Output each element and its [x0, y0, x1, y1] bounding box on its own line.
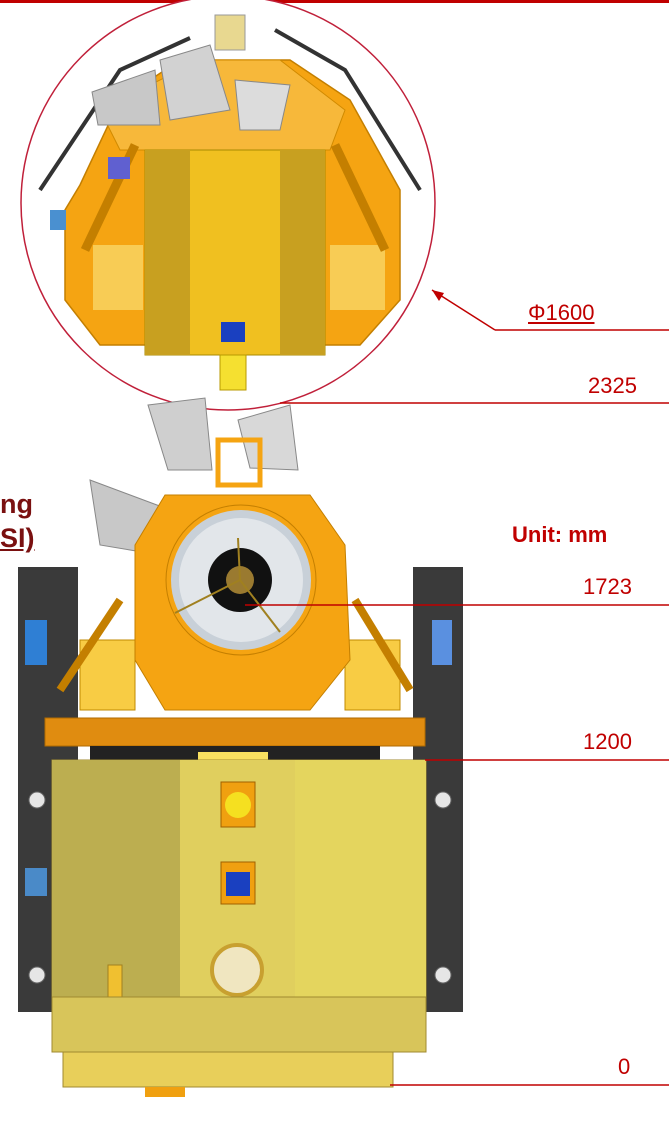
- array-arm-right: [274, 28, 422, 192]
- blue-box-a: [108, 157, 130, 179]
- side-panel-left: [93, 245, 143, 310]
- antenna-1: [91, 69, 161, 126]
- connector-block: [221, 322, 245, 342]
- top-accent-bar: [0, 0, 669, 3]
- body-face-right: [295, 760, 426, 997]
- side-view: [18, 397, 463, 1015]
- side-strut-right: [351, 597, 414, 693]
- side-box-right: [344, 639, 401, 711]
- diameter-label: Φ1600: [528, 300, 595, 325]
- cut-off-title-line-1: ng: [0, 489, 33, 519]
- column-shade-left: [145, 150, 190, 355]
- side-strut-left: [56, 597, 124, 693]
- main-body-lower: [51, 996, 427, 1053]
- top-view: [20, 0, 436, 411]
- interface-plate: [44, 717, 426, 747]
- blue-box-b: [50, 210, 66, 230]
- instrument-3: [210, 943, 264, 997]
- height-2325-label: 2325: [588, 373, 637, 398]
- top-mast: [214, 14, 246, 51]
- body-face-left: [52, 760, 180, 997]
- side-antenna-2: [147, 397, 213, 471]
- unit-label: Unit: mm: [512, 522, 608, 547]
- panel-left-blue-1: [25, 620, 47, 665]
- height-0-label: 0: [618, 1054, 631, 1079]
- base-foot: [145, 1087, 185, 1097]
- side-box-left: [79, 639, 136, 711]
- nozzle: [219, 354, 247, 391]
- panel-left-blue-2: [25, 868, 47, 896]
- cut-off-title-line-2: SI): [0, 523, 35, 553]
- strut-right: [330, 143, 390, 252]
- antenna-2: [159, 44, 231, 121]
- column-shade-right: [280, 150, 325, 355]
- side-mast: [215, 437, 263, 488]
- array-arm-left: [38, 36, 191, 192]
- side-antenna-3: [237, 404, 299, 471]
- dimension-lines: [245, 289, 669, 1086]
- height-1723-label: 1723: [583, 574, 632, 599]
- side-panel-right: [330, 245, 385, 310]
- antenna-3: [234, 79, 291, 131]
- height-1200-label: 1200: [583, 729, 632, 754]
- base-ring: [62, 1051, 394, 1088]
- panel-right-blue: [432, 620, 452, 665]
- leader-diameter: [431, 289, 496, 331]
